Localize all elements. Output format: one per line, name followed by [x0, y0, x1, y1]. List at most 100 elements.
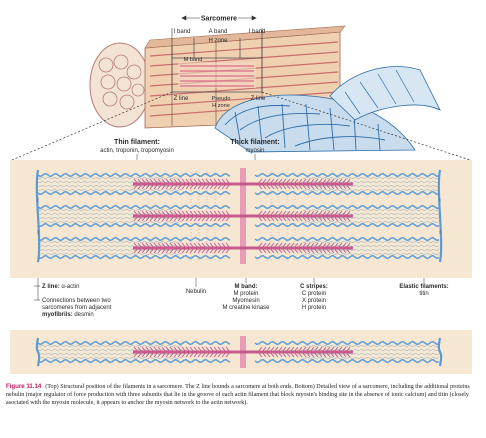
myosin-head: [329, 178, 335, 185]
myosin-head: [157, 346, 163, 353]
myosin-head: [209, 215, 215, 222]
myosin-head: [217, 210, 223, 217]
myosin-head: [325, 346, 331, 353]
myosin-head: [345, 215, 351, 222]
myosin-head: [337, 346, 343, 353]
myosin-head: [273, 351, 279, 358]
myosin-head: [217, 183, 223, 190]
myosin-head: [201, 247, 207, 254]
myosin-head: [149, 178, 155, 185]
actin-filament: [37, 358, 231, 364]
myosin-head: [213, 215, 219, 222]
titin-filament: [302, 221, 440, 223]
myosin-head: [185, 183, 191, 190]
myosin-head: [141, 247, 147, 254]
myosin-head: [333, 351, 339, 358]
nebulin-label: Nebulin: [186, 289, 206, 295]
myosin-head: [269, 346, 275, 353]
myosin-head: [333, 178, 339, 185]
myosin-head: [309, 215, 315, 222]
myosin-head: [193, 178, 199, 185]
actin-filament: [254, 254, 440, 260]
myosin-head: [181, 346, 187, 353]
myosin-head: [169, 242, 175, 249]
myosin-head: [153, 215, 159, 222]
myosin-head: [213, 247, 219, 254]
myosin-head: [205, 215, 211, 222]
myosin-head: [181, 210, 187, 217]
titin-filament: [302, 241, 440, 243]
elastic-filaments-detail: titin: [419, 291, 428, 297]
titin-filament: [37, 245, 183, 247]
titin-filament: [302, 209, 440, 211]
myosin-head: [209, 210, 215, 217]
myosin-head: [317, 183, 323, 190]
myosin-head: [169, 351, 175, 358]
myosin-head: [177, 346, 183, 353]
myosin-head: [261, 351, 267, 358]
myosin-head: [341, 351, 347, 358]
myosin-head: [201, 210, 207, 217]
myosin-head: [157, 215, 163, 222]
myosin-head: [269, 247, 275, 254]
myosin-head: [341, 346, 347, 353]
myosin-head: [265, 247, 271, 254]
myosin-head: [205, 210, 211, 217]
myosin-head: [317, 178, 323, 185]
myosin-head: [217, 247, 223, 254]
sarcomere-bracket: [171, 15, 263, 58]
myosin-head: [257, 183, 263, 190]
myosin-head: [157, 210, 163, 217]
myosin-head: [173, 247, 179, 254]
myosin-head: [165, 351, 171, 358]
myosin-head: [321, 183, 327, 190]
myosin-head: [333, 346, 339, 353]
myosin-head: [169, 210, 175, 217]
myosin-head: [177, 178, 183, 185]
myosin-head: [197, 210, 203, 217]
myosin-head: [181, 215, 187, 222]
myosin-head: [269, 242, 275, 249]
myosin-head: [309, 183, 315, 190]
myosin-head: [189, 210, 195, 217]
titin-filament: [37, 249, 183, 251]
myosin-head: [317, 346, 323, 353]
z-line-label: Z line: α-actin: [42, 284, 79, 290]
titin-filament: [37, 177, 183, 179]
myosin-head: [281, 210, 287, 217]
myosin-head: [277, 346, 283, 353]
myosin-head: [337, 215, 343, 222]
myosin-head: [157, 178, 163, 185]
myosin-head: [261, 242, 267, 249]
myosin-head: [273, 346, 279, 353]
myosin-head: [169, 183, 175, 190]
myosin-head: [285, 178, 291, 185]
myosin-head: [193, 183, 199, 190]
myosin-head: [337, 210, 343, 217]
figure-number: Figure 11.14: [6, 383, 42, 390]
titin-filament: [37, 189, 183, 191]
myosin-head: [201, 183, 207, 190]
myosin-head: [221, 346, 227, 353]
z-line-right: [437, 169, 443, 263]
myosin-head: [173, 210, 179, 217]
myosin-head: [305, 178, 311, 185]
myosin-head: [285, 183, 291, 190]
myosin-head: [137, 351, 143, 358]
myosin-head: [333, 242, 339, 249]
myosin-head: [161, 247, 167, 254]
titin-filament: [302, 181, 440, 183]
c-stripes-title: C stripes:: [300, 284, 328, 290]
myosin-head: [325, 351, 331, 358]
myosin-head: [345, 351, 351, 358]
myosin-head: [165, 242, 171, 249]
myosin-head: [153, 247, 159, 254]
myosin-head: [293, 215, 299, 222]
myosin-head: [269, 183, 275, 190]
myosin-head: [189, 215, 195, 222]
connections-label-3: myofibrils: desmin: [42, 312, 94, 318]
myosin-head: [213, 346, 219, 353]
myosin-head: [193, 242, 199, 249]
myosin-head: [173, 215, 179, 222]
myosin-head: [281, 242, 287, 249]
